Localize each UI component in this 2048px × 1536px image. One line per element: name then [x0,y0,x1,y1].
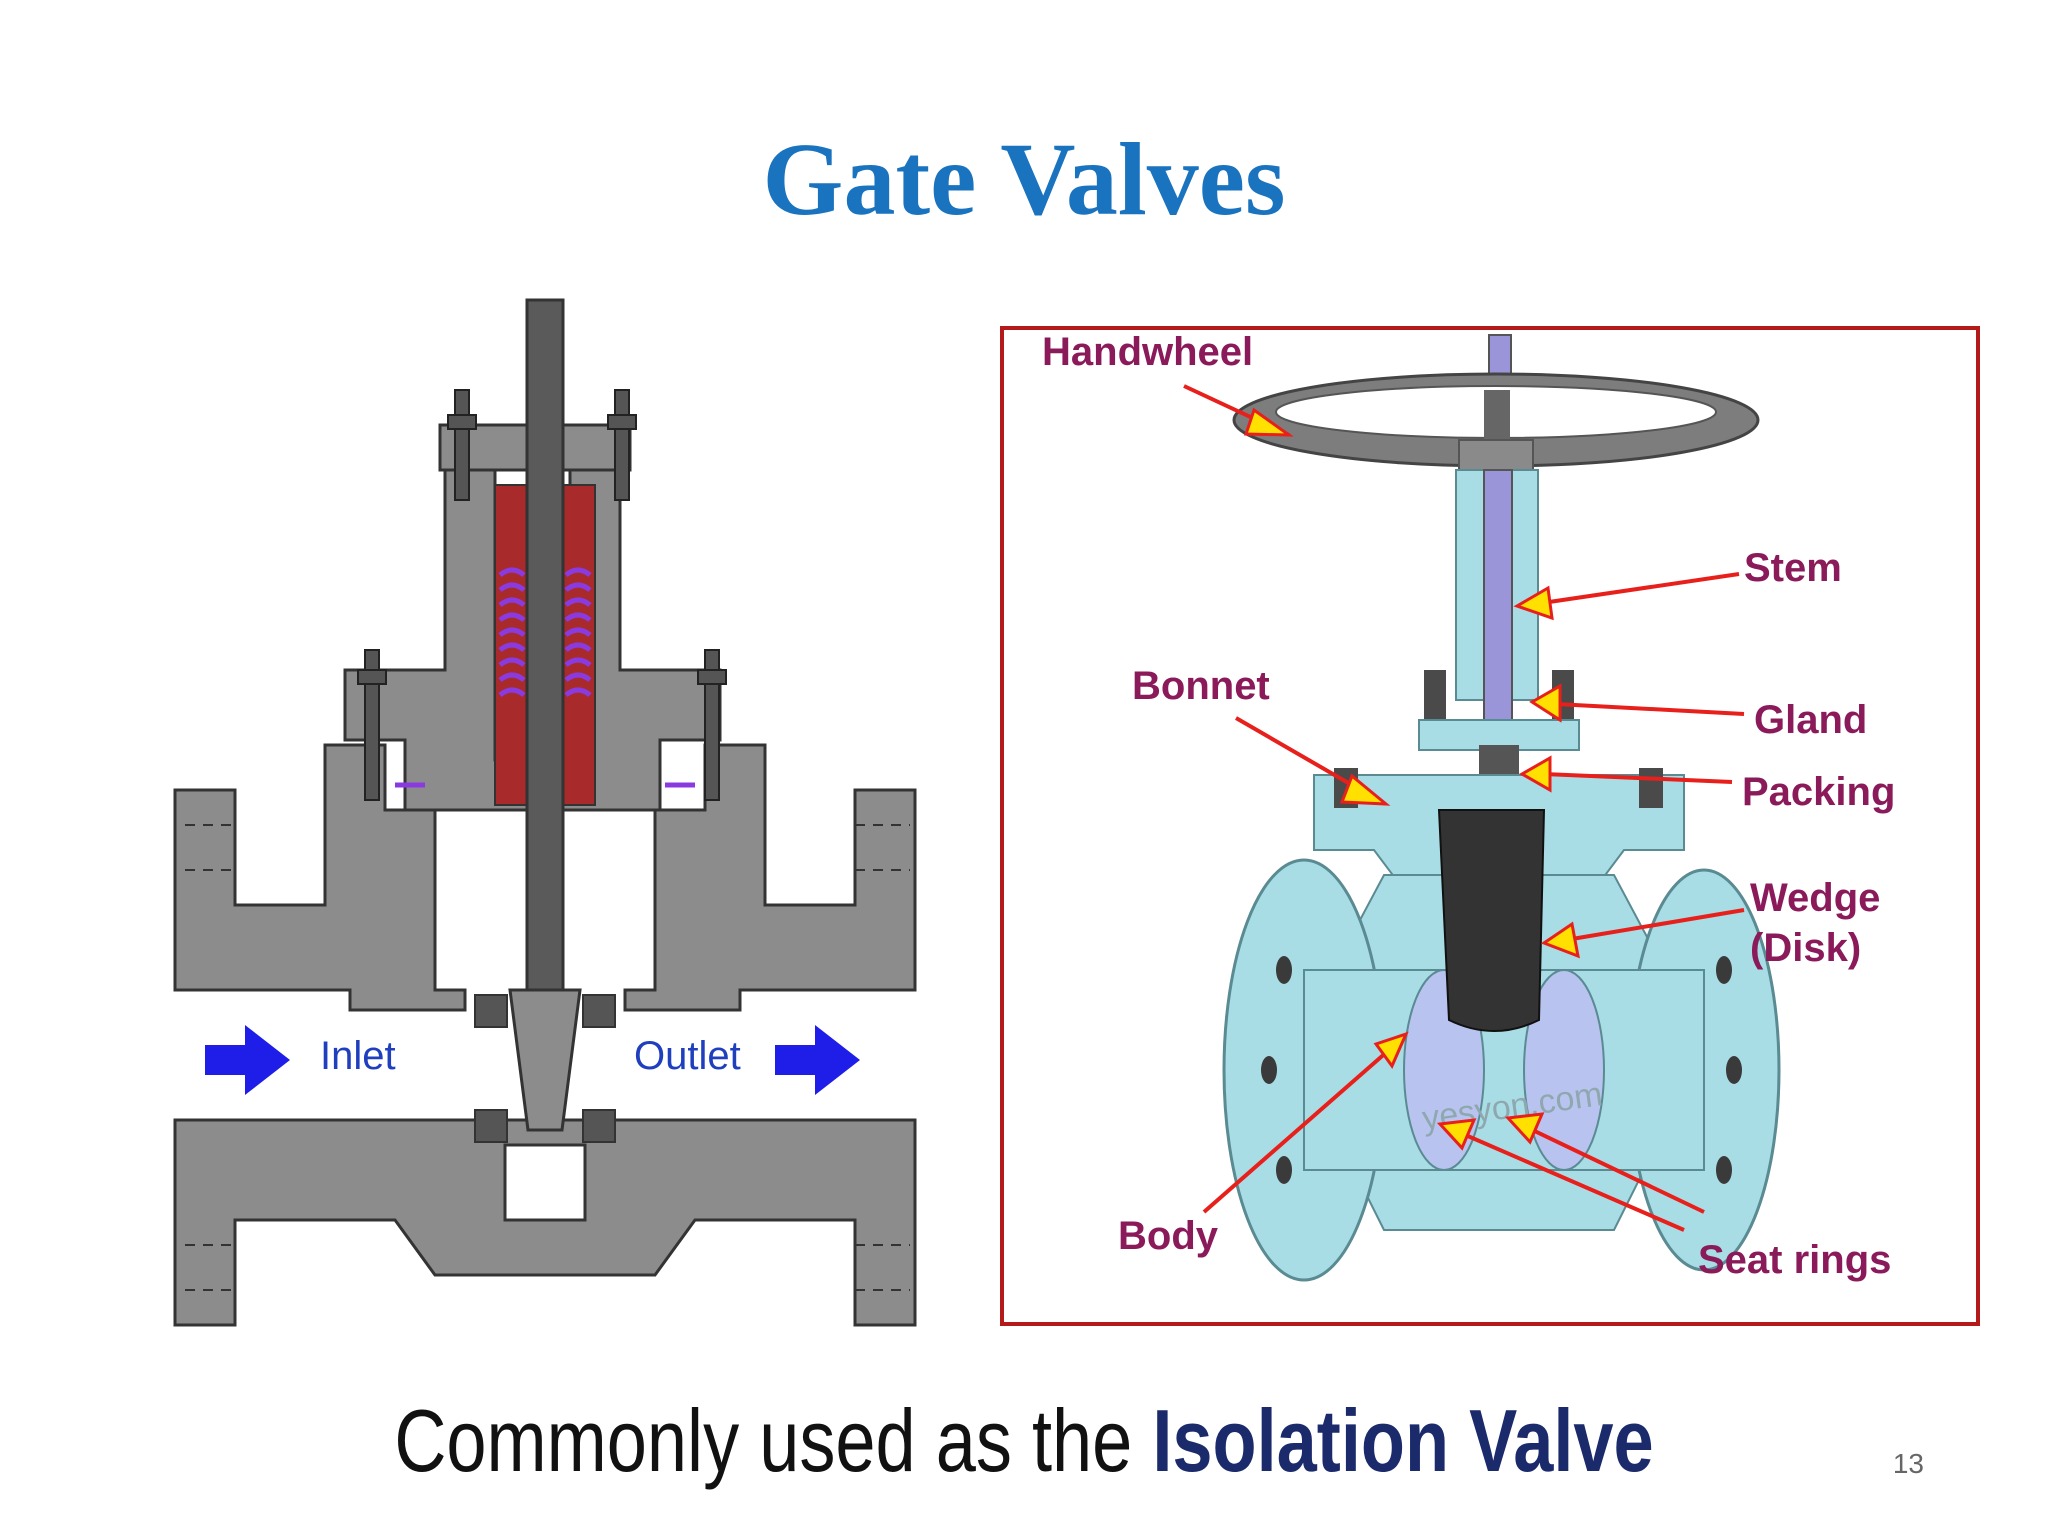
gate-valve-cross-section: Inlet Outlet [150,290,940,1350]
slide-subtitle: Commonly used as the Isolation Valve [184,1390,1863,1492]
outlet-label: Outlet [634,1034,741,1078]
subtitle-text: Commonly used as the [394,1391,1153,1490]
pointer-arrowhead-icons [1243,407,1580,1151]
label-stem: Stem [1744,546,1842,590]
label-gland: Gland [1754,698,1868,742]
subtitle-emphasis: Isolation Valve [1152,1391,1654,1490]
label-packing: Packing [1742,770,1896,814]
wedge [508,988,582,1132]
slide-title: Gate Valves [762,122,1286,237]
page-number: 13 [1892,1448,1924,1479]
labeled-valve-drawing: yesyon.com [1183,334,1781,1282]
outlet-arrow-icon [775,1025,860,1095]
label-handwheel: Handwheel [1042,330,1254,374]
label-body: Body [1118,1214,1218,1258]
cross-section-drawing [173,298,917,1327]
label-seat-rings: Seat rings [1698,1238,1892,1282]
inlet-label: Inlet [320,1034,396,1078]
lower-body [173,1118,917,1327]
stem [525,298,565,1002]
gate-valve-labeled-figure: yesyon.com Handwheel Stem Bonnet Gland [1000,326,1980,1326]
packing-spring [498,567,592,698]
label-disk: (Disk) [1750,926,1862,970]
label-bonnet: Bonnet [1132,664,1270,708]
wedge-shape [1437,809,1546,1032]
inlet-arrow-icon [205,1025,290,1095]
bonnet-studs [357,389,727,801]
label-wedge: Wedge [1750,876,1881,920]
